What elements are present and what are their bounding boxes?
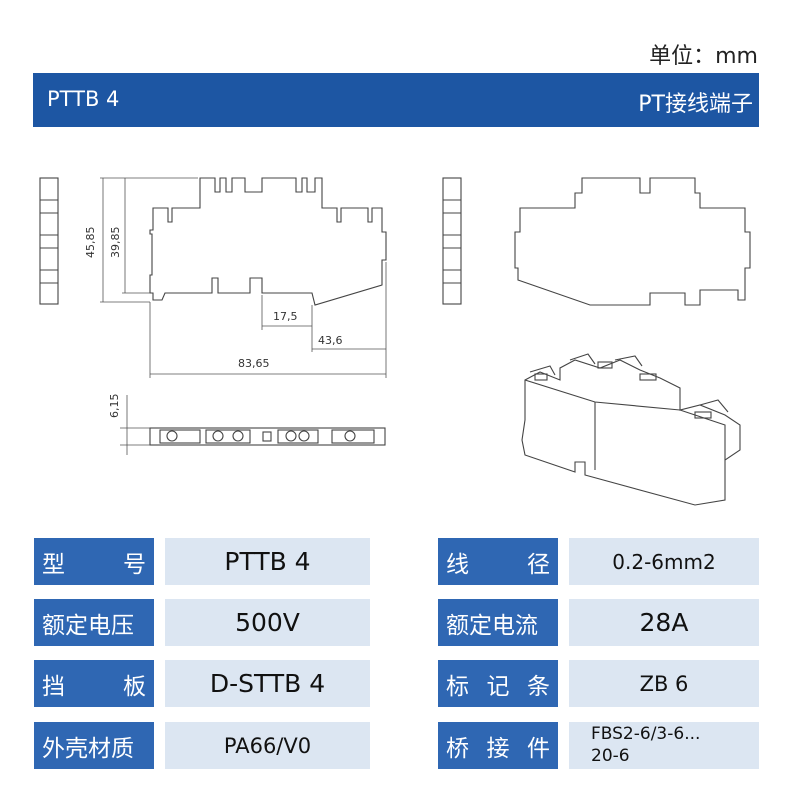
label-end-plate-char-1: 挡 — [42, 673, 65, 700]
unit-label: 单位：mm — [649, 44, 758, 69]
label-model-char-2: 号 — [123, 551, 146, 578]
label-bridge-char-2: 接 — [486, 735, 510, 762]
dim-b: 43,6 — [318, 334, 343, 347]
label-rated-current: 额定电流 — [438, 599, 558, 646]
label-housing-material: 外壳材质 — [34, 722, 154, 769]
label-model-char-1: 型 — [42, 551, 65, 578]
technical-drawing: 45,85 39,85 17,5 43,6 83,65 6,15 — [39, 177, 751, 506]
label-wire-size-char-1: 线 — [446, 551, 469, 578]
value-rated-current: 28A — [569, 599, 759, 646]
value-bridge-line-1: FBS2-6/3-6... — [591, 724, 701, 745]
label-rated-voltage: 额定电压 — [34, 599, 154, 646]
side-view-left — [39, 177, 59, 305]
side-view-right — [442, 177, 462, 305]
dim-overall-length: 83,65 — [238, 357, 270, 370]
label-bridge: 桥接件 — [438, 722, 558, 769]
dim-overall-height: 45,85 — [84, 227, 97, 259]
isometric-view — [521, 353, 741, 506]
label-marker-char-3: 条 — [527, 673, 550, 700]
dim-inner-height: 39,85 — [109, 227, 122, 259]
label-model: 型号 — [34, 538, 154, 585]
value-wire-size: 0.2-6mm2 — [569, 538, 759, 585]
label-marker: 标记条 — [438, 660, 558, 707]
label-marker-char-2: 记 — [486, 673, 510, 700]
label-bridge-char-1: 桥 — [446, 735, 469, 762]
rear-view — [514, 177, 751, 306]
front-view — [100, 177, 387, 378]
value-rated-voltage: 500V — [165, 599, 370, 646]
label-wire-size: 线径 — [438, 538, 558, 585]
value-bridge: FBS2-6/3-6... 20-6 — [569, 722, 759, 769]
label-bridge-char-3: 件 — [527, 735, 550, 762]
label-marker-char-1: 标 — [446, 673, 469, 700]
value-end-plate: D-STTB 4 — [165, 660, 370, 707]
dim-a: 17,5 — [273, 310, 298, 323]
value-marker: ZB 6 — [569, 660, 759, 707]
banner-model: PTTB 4 — [47, 87, 120, 111]
title-banner: PTTB 4 PT接线端子 — [33, 73, 759, 127]
dim-width: 6,15 — [108, 394, 121, 419]
value-model: PTTB 4 — [165, 538, 370, 585]
value-housing-material: PA66/V0 — [165, 722, 370, 769]
top-view — [120, 395, 386, 455]
banner-description: PT接线端子 — [638, 92, 753, 117]
label-end-plate-char-2: 板 — [123, 673, 146, 700]
value-bridge-lines: FBS2-6/3-6... 20-6 — [591, 724, 700, 767]
value-bridge-line-2: 20-6 — [591, 745, 630, 766]
label-end-plate: 挡板 — [34, 660, 154, 707]
label-wire-size-char-2: 径 — [527, 551, 550, 578]
